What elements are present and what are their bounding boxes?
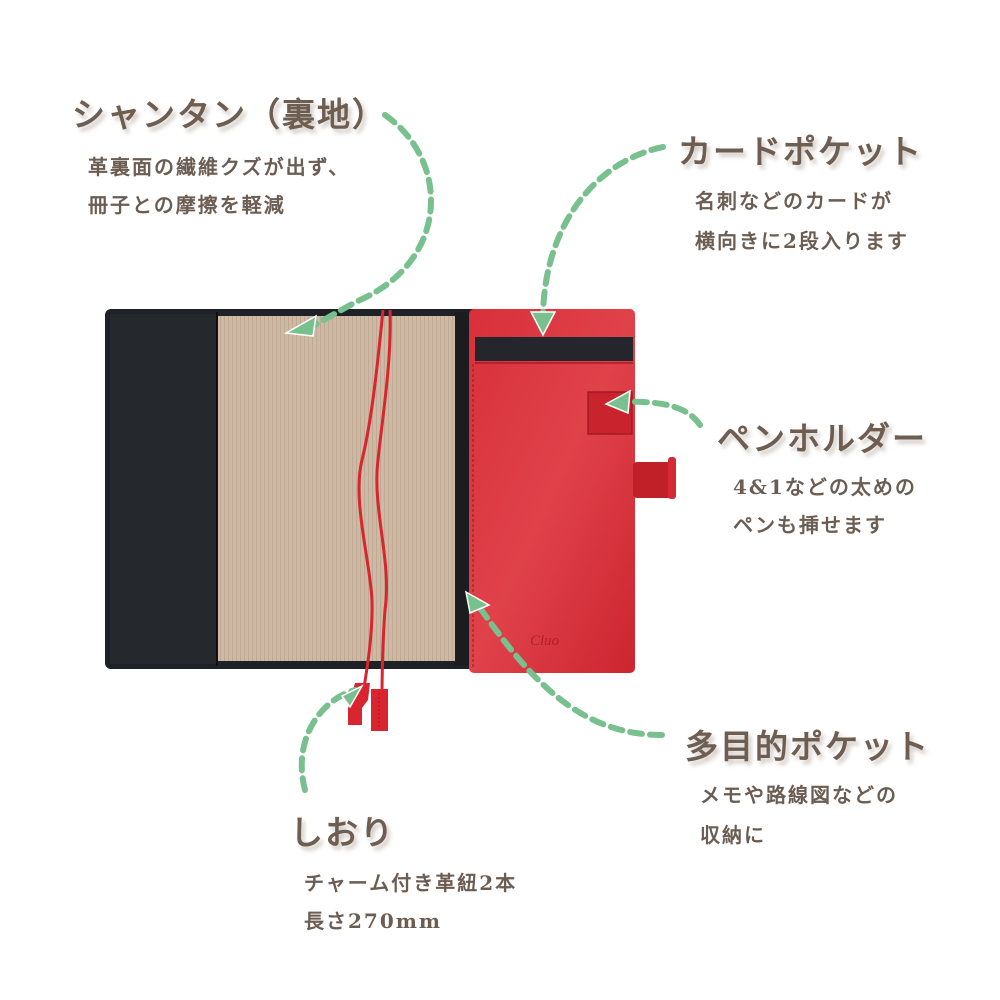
spine-strip [455, 312, 471, 666]
pen-holder-desc-line-1: 4&1などの太めの [733, 475, 917, 499]
lining-desc-line-1: 革裏面の繊維クズが出ず、 [88, 155, 351, 179]
brand-emboss: Cluo [530, 633, 560, 649]
card-pocket-desc-line-2: 横向きに2段入ります [695, 229, 909, 253]
bookmark-title: しおり [290, 813, 395, 852]
multi-pocket-title: 多目的ポケット [685, 727, 930, 766]
pen-holder-title: ペンホルダー [717, 419, 927, 458]
lining-title: シャンタン（裏地） [72, 95, 387, 134]
card-pocket-title: カードポケット [678, 132, 923, 171]
lining-desc-line-2: 冊子との摩擦を軽減 [88, 193, 286, 217]
multi-pocket-desc-line-2: 収納に [700, 823, 766, 847]
shantung-lining [218, 316, 455, 661]
arrow-heads [283, 311, 631, 709]
bookmark-cords [357, 309, 392, 701]
pen-loop [633, 462, 673, 498]
multi-pocket-desc-line-1: メモや路線図などの [700, 783, 898, 807]
bookmark-desc-line-1: チャーム付き革紐2本 [304, 871, 518, 895]
red-inner-panel: Cluo [469, 309, 676, 673]
pen-holder-desc-line-2: ペンも挿せます [733, 513, 887, 537]
card-pocket-desc-line-1: 名刺などのカードが [695, 189, 893, 213]
card-pocket-slot [475, 337, 633, 361]
bookmark-desc-line-2: 長さ270mm [304, 909, 443, 933]
